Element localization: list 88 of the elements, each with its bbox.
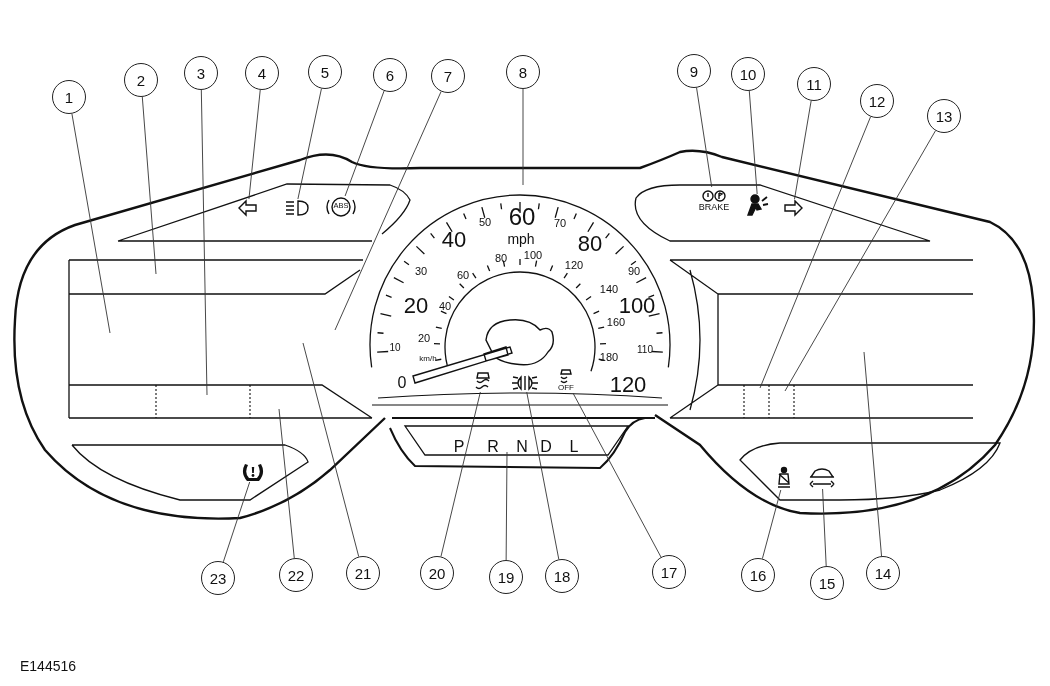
- leader-line: [572, 392, 662, 558]
- gear-letter: R: [487, 439, 499, 455]
- leader-line: [302, 342, 360, 557]
- callout-number: 9: [677, 54, 711, 88]
- unit-label: km/h: [419, 355, 437, 363]
- scale-number: 20: [417, 332, 431, 344]
- leader-line: [334, 91, 442, 331]
- scale-number: 70: [553, 217, 567, 229]
- callout-number: 2: [124, 63, 158, 97]
- tire-pressure-icon: [240, 462, 266, 482]
- scale-number: 60: [456, 269, 470, 281]
- callout-number: 13: [927, 99, 961, 133]
- scale-number: 80: [494, 252, 508, 264]
- callout-number: 22: [279, 558, 313, 592]
- leader-line: [822, 488, 827, 567]
- callout-number: 5: [308, 55, 342, 89]
- callout-number: 3: [184, 56, 218, 90]
- callout-number: 16: [741, 558, 775, 592]
- leader-line: [863, 351, 882, 557]
- figure-number: E144516: [19, 659, 77, 673]
- callout-number: 15: [810, 566, 844, 600]
- airbag-icon: [747, 194, 769, 216]
- scale-number: 100: [618, 295, 656, 317]
- scale-number: 100: [523, 249, 543, 261]
- callout-number: 23: [201, 561, 235, 595]
- callout-number: 20: [420, 556, 454, 590]
- scale-number: 40: [438, 300, 452, 312]
- icon-text: OFF: [558, 384, 574, 392]
- scale-number: 10: [389, 343, 401, 353]
- scale-number: 90: [627, 265, 641, 277]
- leader-line: [222, 481, 251, 563]
- leader-line: [71, 113, 111, 334]
- scale-number: 20: [403, 295, 429, 317]
- callout-number: 10: [731, 57, 765, 91]
- callout-number: 18: [545, 559, 579, 593]
- callout-number: 19: [489, 560, 523, 594]
- scale-number: 50: [478, 216, 492, 228]
- unit-label: mph: [507, 232, 535, 246]
- callout-number: 11: [797, 67, 831, 101]
- fog-lamp-icon: [510, 374, 540, 392]
- callout-number: 4: [245, 56, 279, 90]
- gear-letter: P: [453, 439, 465, 455]
- callout-number: 14: [866, 556, 900, 590]
- gear-letter: L: [569, 439, 579, 455]
- scale-number: 60: [508, 205, 536, 229]
- abs-warning-icon: [325, 196, 357, 218]
- callout-number: 8: [506, 55, 540, 89]
- seatbelt-icon: [776, 466, 792, 490]
- scale-number: 80: [577, 233, 603, 255]
- left-arrow-icon: [237, 199, 259, 217]
- scale-number: 120: [609, 374, 647, 396]
- leader-line: [278, 408, 295, 559]
- callout-number: 1: [52, 80, 86, 114]
- right-arrow-icon: [782, 199, 804, 217]
- leader-line: [297, 88, 322, 200]
- scale-number: 0: [397, 375, 407, 391]
- leader-line: [759, 116, 872, 389]
- leader-line: [344, 90, 385, 197]
- leader-line: [141, 96, 157, 275]
- leader-line: [248, 89, 261, 200]
- icon-text: BRAKE: [698, 203, 730, 212]
- scale-number: 110: [637, 345, 653, 355]
- callout-number: 7: [431, 59, 465, 93]
- car-icon: [808, 465, 836, 489]
- scale-number: 30: [414, 265, 428, 277]
- callout-number: 12: [860, 84, 894, 118]
- leader-line: [526, 391, 560, 560]
- leader-line: [440, 391, 481, 557]
- callout-number: 21: [346, 556, 380, 590]
- scale-number: 180: [599, 351, 619, 363]
- scale-number: 120: [564, 259, 584, 271]
- leader-line: [522, 88, 524, 186]
- leader-line: [748, 90, 758, 195]
- gear-letter: D: [540, 439, 552, 455]
- leader-line: [784, 130, 936, 392]
- gear-letter: N: [516, 439, 528, 455]
- scale-number: 140: [599, 283, 619, 295]
- scale-number: 160: [606, 316, 626, 328]
- leader-line: [696, 87, 713, 188]
- headlamp-icon: [283, 199, 309, 217]
- leader-line: [794, 100, 812, 200]
- leader-line: [505, 451, 508, 561]
- callout-number: 6: [373, 58, 407, 92]
- scale-number: 40: [441, 229, 467, 251]
- leader-line: [200, 89, 208, 396]
- skidding-car-icon: [474, 370, 492, 392]
- callout-number: 17: [652, 555, 686, 589]
- leader-line: [761, 489, 782, 560]
